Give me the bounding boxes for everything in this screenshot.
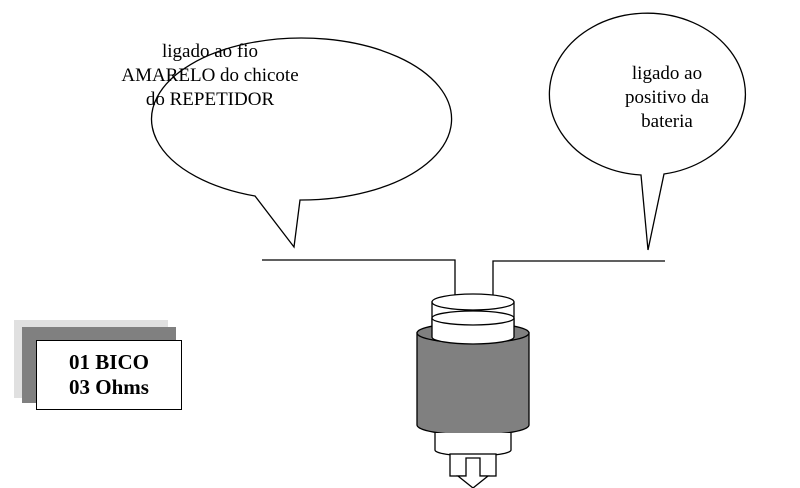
callout-right-line-1: ligado ao — [631, 63, 703, 84]
callout-left-bubble — [151, 37, 453, 249]
callout-left-line-3: do REPETIDOR — [145, 89, 275, 110]
resistance-label: 03 Ohms — [69, 375, 149, 399]
wire-left — [262, 259, 456, 302]
callout-left-line-1: ligado ao fio — [161, 41, 259, 62]
injector-count-label: 01 BICO — [69, 350, 149, 374]
callout-right-line-2: positivo da — [625, 87, 709, 108]
callout-right-text: ligado ao positivo da bateria — [592, 62, 742, 134]
callout-right-line-3: bateria — [641, 111, 693, 132]
injector-inner-top — [431, 310, 515, 345]
injector-nozzle — [434, 433, 512, 488]
callout-left-text: ligado ao fio AMARELO do chicote do REPE… — [90, 40, 330, 112]
wire-right — [492, 260, 665, 302]
spray-arrow-icon — [456, 457, 490, 488]
callout-right-bubble — [548, 12, 747, 251]
injector-info-box: 01 BICO 03 Ohms — [36, 340, 182, 410]
callout-left-line-2: AMARELO do chicote — [121, 65, 299, 86]
